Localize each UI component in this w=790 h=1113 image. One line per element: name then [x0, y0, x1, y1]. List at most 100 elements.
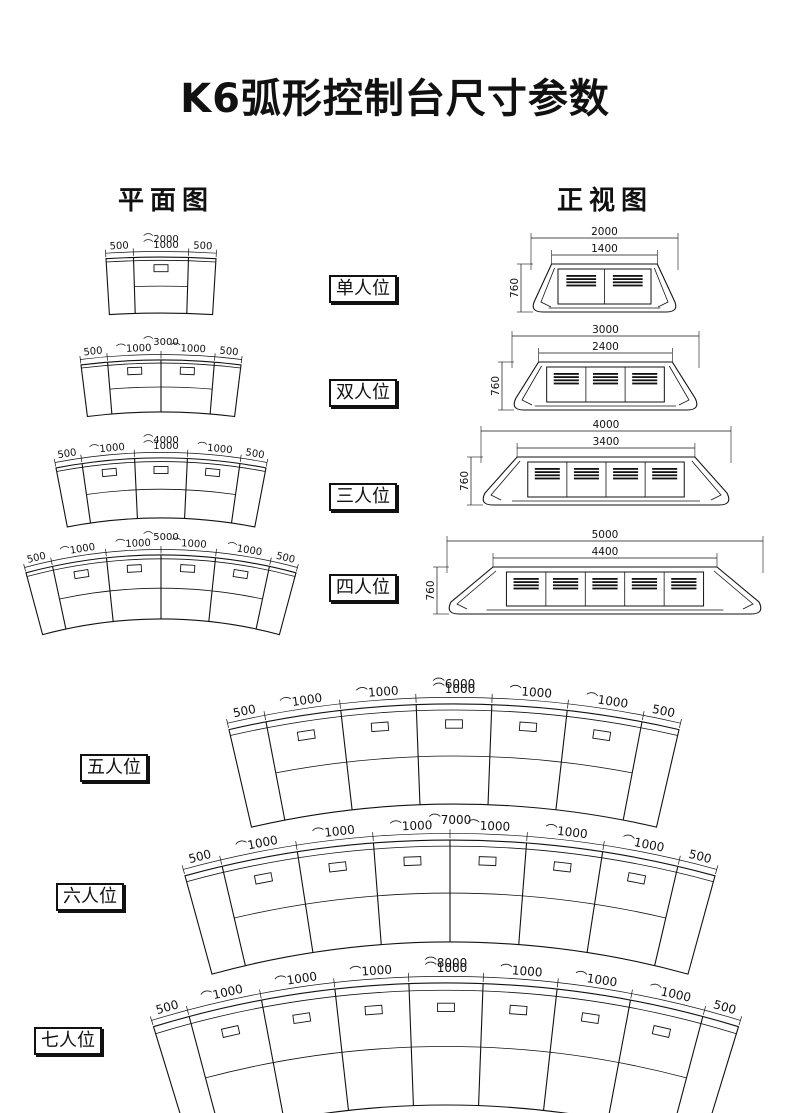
plan-socket [220, 1024, 241, 1038]
plan-dimension-tick [181, 865, 185, 875]
front-vent-slot [553, 373, 579, 375]
front-side-right [713, 570, 754, 610]
config-badge-3: 三人位 [329, 483, 397, 511]
front-vent-slot [613, 477, 639, 480]
plan-divider [676, 1016, 704, 1113]
plan-end-width-label: 500 [687, 847, 713, 866]
plan-seat-width-label: ⌒1000 [197, 441, 233, 456]
plan-dimension-tick [239, 454, 242, 463]
front-view-3 [467, 426, 732, 506]
plan-dimension-tick [296, 564, 299, 572]
plan-seat-width-label: ⌒1000 [312, 823, 356, 842]
plan-divider [81, 463, 92, 524]
front-vent-slot [613, 468, 639, 470]
plan-dimension-arc [227, 697, 681, 724]
plan-divider [555, 710, 568, 810]
plan-seat-width-label: ⌒1000 [274, 969, 318, 989]
plan-seat-width-label: ⌒1000 [171, 537, 207, 551]
front-vent-slot [534, 468, 560, 470]
plan-end-width-label: 500 [26, 551, 47, 566]
plan-dimension-tick [265, 459, 269, 467]
plan-dimension-tick [677, 855, 681, 865]
plan-divider [487, 704, 493, 805]
plan-divider [372, 842, 382, 945]
plan-dimension-tick [679, 719, 682, 728]
plan-divider [184, 458, 188, 519]
plan-edge-band [106, 259, 216, 263]
plan-divider [608, 1000, 632, 1113]
front-height-label: 760 [490, 376, 502, 396]
plan-divider [334, 989, 350, 1111]
plan-dimension-tick [556, 978, 559, 988]
plan-view-4 [23, 546, 299, 636]
plan-dimension-tick [339, 699, 341, 709]
plan-outline [184, 839, 716, 975]
front-height-label: 760 [425, 580, 437, 600]
plan-socket [73, 569, 90, 580]
plan-view-7 [150, 972, 742, 1113]
plan-dimension-tick [526, 832, 528, 842]
front-vent-slot [553, 379, 579, 382]
plan-seat-width-label: ⌒1000 [226, 541, 263, 558]
plan-outline [55, 457, 267, 528]
plan-socket [580, 1012, 600, 1025]
plan-end-width-label: 500 [275, 551, 296, 566]
front-vent-slot [513, 581, 539, 583]
page-title: K6弧形控制台尺寸参数 [180, 76, 610, 122]
plan-mid-arc [275, 755, 633, 774]
front-inner-width-label: 1400 [591, 243, 618, 255]
plan-socket [328, 861, 347, 873]
front-vent-slot [632, 382, 658, 385]
front-vent-slot [566, 284, 597, 287]
config-badge-7: 七人位 [34, 1027, 102, 1055]
plan-dimension-tick [80, 454, 83, 463]
plan-dimension-tick [641, 711, 645, 721]
front-vent-slot [631, 578, 658, 580]
plan-dimension-tick [372, 832, 374, 842]
plan-socket [437, 1002, 455, 1013]
front-vent-slot [612, 284, 643, 287]
plan-seat-width-label: ⌒1000 [59, 541, 96, 558]
plan-dimension-tick [50, 557, 53, 566]
plan-socket [509, 1004, 528, 1016]
front-vent-slot [566, 275, 597, 277]
plan-edge-band [230, 709, 678, 736]
front-vent-slot [592, 379, 619, 382]
plan-end-width-label: 500 [712, 997, 738, 1017]
plan-divider [478, 983, 484, 1106]
front-vent-slot [631, 587, 658, 590]
front-vent-slot [592, 584, 618, 587]
plan-view-5 [226, 693, 682, 828]
front-vent-slot [671, 581, 697, 583]
plan-socket [626, 872, 647, 885]
front-vent-slot [652, 471, 678, 473]
front-vent-slot [573, 471, 599, 473]
front-side-left [540, 267, 555, 308]
plan-socket [445, 719, 463, 729]
plan-end-width-label: 500 [154, 997, 180, 1017]
plan-socket [127, 366, 143, 376]
plan-end-width-label: 500 [651, 702, 676, 720]
plan-total-arc-label: ⌒7000 [429, 813, 472, 827]
front-vent-slot [552, 581, 579, 583]
front-view-4 [433, 536, 764, 615]
plan-edge-band [56, 461, 266, 472]
plan-dimension-tick [567, 699, 569, 709]
plan-end-width-label: 500 [83, 346, 103, 359]
plan-divider [415, 704, 421, 805]
plan-seat-width-label: ⌒1000 [116, 342, 152, 355]
plan-view-6 [181, 829, 719, 975]
config-badge-4: 四人位 [329, 574, 397, 602]
front-side-right [668, 365, 690, 406]
plan-dimension-tick [295, 840, 298, 850]
plan-seat-width-label: ⌒1000 [500, 962, 543, 979]
plan-socket [478, 856, 497, 867]
front-inner-width-label: 4400 [592, 546, 619, 558]
front-vent-slot [566, 281, 597, 284]
front-total-width-label: 4000 [593, 419, 620, 431]
plan-socket [204, 467, 221, 478]
plan-divider [105, 557, 114, 622]
plan-divider [107, 362, 113, 415]
plan-outline [25, 554, 297, 636]
